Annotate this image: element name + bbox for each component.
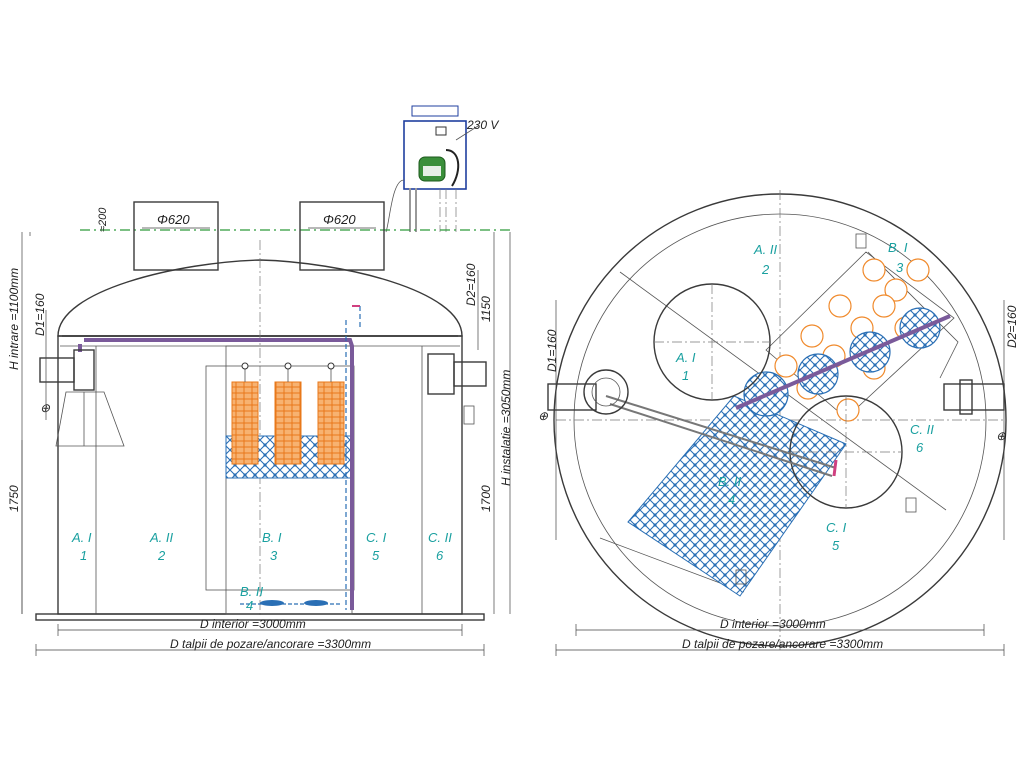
svg-text:6: 6 <box>916 440 924 455</box>
zone-c1-left: C. I 5 <box>366 530 387 563</box>
svg-text:B. II: B. II <box>240 584 264 599</box>
inlet-pipe <box>39 349 125 447</box>
svg-text:3: 3 <box>270 548 278 563</box>
dim-1750-label: 1750 <box>7 485 21 512</box>
d1-label-right: D1=160 <box>545 329 559 372</box>
power-label: 230 V <box>466 118 499 132</box>
riser-right-label: Φ620 <box>323 212 356 227</box>
svg-text:A. I: A. I <box>71 530 92 545</box>
svg-text:A. II: A. II <box>149 530 174 545</box>
tank-body <box>35 240 485 621</box>
svg-text:5: 5 <box>832 538 840 553</box>
d1-label-left: D1=160 <box>33 293 47 336</box>
riser-left-label: Φ620 <box>157 212 190 227</box>
dim-1150-label: 1150 <box>479 296 493 322</box>
zone-b2-left: B. II 4 <box>240 584 264 613</box>
h-instalatie-label: H instalatie =3050mm <box>499 370 513 486</box>
zone-a2-left: A. II 2 <box>149 530 174 563</box>
svg-text:C. II: C. II <box>428 530 452 545</box>
svg-text:2: 2 <box>157 548 166 563</box>
section-view: 230 V ≈200 Φ620 Φ620 <box>7 105 513 656</box>
plan-outlet <box>943 379 1005 415</box>
svg-text:4: 4 <box>728 492 735 507</box>
d-talpii-label-left: D talpii de pozare/ancorare =3300mm <box>170 637 371 651</box>
zone-c2-plan: C. II 6 <box>910 422 934 455</box>
riser-gap-label: ≈200 <box>97 207 109 232</box>
flow-out-symbol-plan: ⊕ <box>996 429 1007 443</box>
svg-text:1: 1 <box>682 368 689 383</box>
plan-view: D1=160 D2=160 D interior =3000mm D talpi… <box>538 190 1019 656</box>
zone-a1-left: A. I 1 <box>71 530 92 563</box>
zone-a1-plan: A. I 1 <box>675 350 696 383</box>
svg-text:C. I: C. I <box>366 530 387 545</box>
svg-text:C. I: C. I <box>826 520 847 535</box>
svg-text:3: 3 <box>896 260 904 275</box>
zone-a2-plan: A. II 2 <box>753 242 778 277</box>
bioreactor-module <box>205 345 355 615</box>
svg-text:1: 1 <box>80 548 87 563</box>
fixed-media-block <box>627 395 847 597</box>
d-interior-label-right: D interior =3000mm <box>720 617 826 631</box>
zone-c2-left: C. II 6 <box>428 530 452 563</box>
svg-text:A. I: A. I <box>675 350 696 365</box>
svg-text:B. II: B. II <box>718 474 742 489</box>
zone-b1-plan: B. I 3 <box>888 240 908 275</box>
svg-text:2: 2 <box>761 262 770 277</box>
zone-b1-left: B. I 3 <box>262 530 282 563</box>
d-interior-label-left: D interior =3000mm <box>200 617 306 631</box>
d2-label-left: D2=160 <box>464 263 478 306</box>
flow-in-symbol: ⊕ <box>40 401 51 415</box>
svg-text:B. I: B. I <box>888 240 908 255</box>
svg-text:5: 5 <box>372 548 380 563</box>
media-cartridge-3 <box>317 381 345 465</box>
d2-label-right: D2=160 <box>1005 305 1019 348</box>
h-intrare-label: H intrare =1100mm <box>7 268 21 370</box>
compressor-cabinet <box>403 105 479 190</box>
svg-text:6: 6 <box>436 548 444 563</box>
air-supply-pipe <box>409 188 417 232</box>
media-cartridge-1 <box>231 381 259 465</box>
svg-text:B. I: B. I <box>262 530 282 545</box>
d-talpii-label-right: D talpii de pozare/ancorare =3300mm <box>682 637 883 651</box>
flow-in-symbol-plan: ⊕ <box>538 409 549 423</box>
zone-c1-plan: C. I 5 <box>826 520 847 553</box>
svg-text:A. II: A. II <box>753 242 778 257</box>
svg-text:4: 4 <box>246 598 253 613</box>
svg-text:C. II: C. II <box>910 422 934 437</box>
zone-b2-plan: B. II 4 <box>718 474 742 507</box>
dim-1700-label: 1700 <box>479 485 493 512</box>
media-cartridge-2 <box>274 381 302 465</box>
plan-inlet <box>547 369 629 415</box>
outlet-pipe <box>427 353 487 425</box>
